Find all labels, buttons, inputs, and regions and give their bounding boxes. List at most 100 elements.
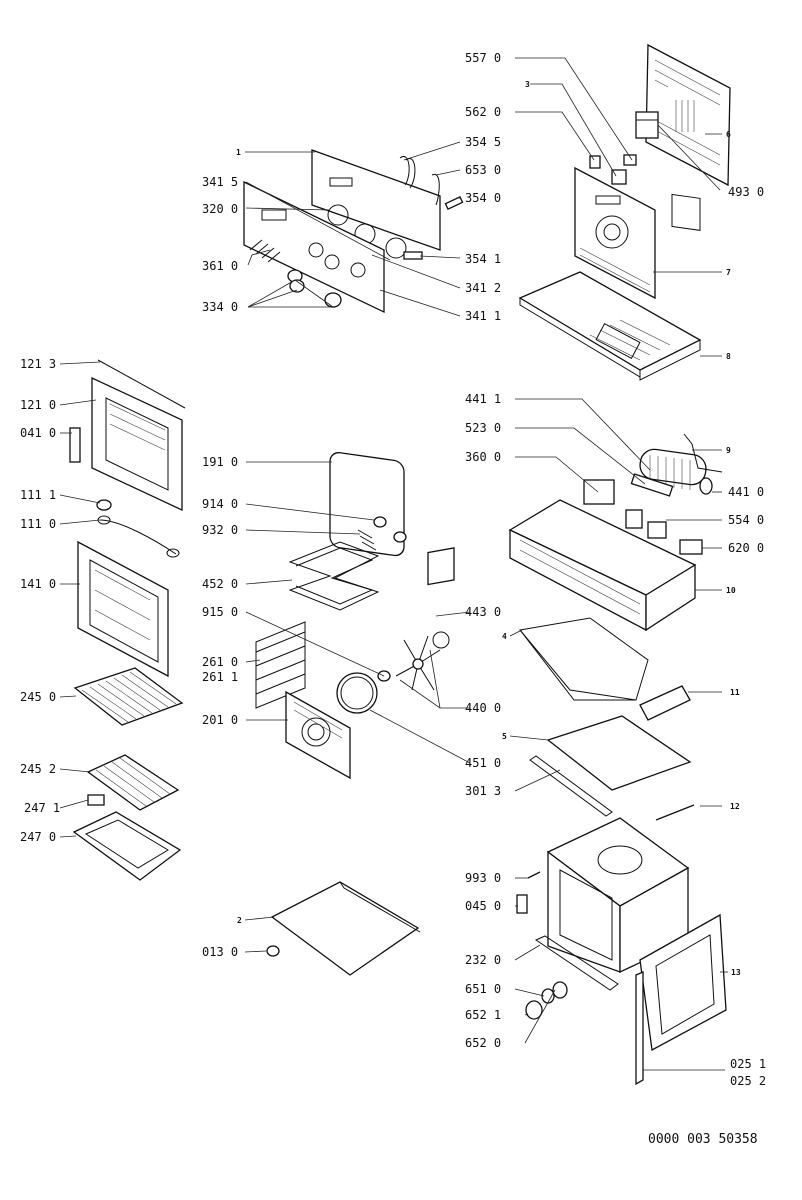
label-932-0: 932 0 <box>202 523 238 537</box>
part-insulation-plate <box>546 715 692 791</box>
label-651-0: 651 0 <box>465 982 501 996</box>
label-025-2: 025 2 <box>730 1074 766 1088</box>
label-10: 10 <box>726 586 736 595</box>
label-554-0: 554 0 <box>728 513 764 527</box>
part-rear-panel <box>645 43 731 231</box>
label-443-0: 443 0 <box>465 605 501 619</box>
label-993-0: 993 0 <box>465 871 501 885</box>
label-620-0: 620 0 <box>728 541 764 555</box>
label-111-1: 111 1 <box>20 488 56 502</box>
label-7: 7 <box>726 268 731 277</box>
part-tangential-fan <box>639 448 713 495</box>
part-wire-rack <box>73 667 184 726</box>
label-12: 12 <box>730 802 740 811</box>
label-13: 13 <box>731 968 741 977</box>
label-334-0: 334 0 <box>202 300 238 314</box>
part-labels: 557 0 3 562 0 6 493 0 1 354 5 341 5 653 … <box>20 51 766 1147</box>
part-foot <box>266 945 280 957</box>
label-2: 2 <box>237 916 242 925</box>
part-small-switches <box>589 154 637 185</box>
label-451-0: 451 0 <box>465 756 501 770</box>
part-side-frame <box>519 617 649 701</box>
label-8: 8 <box>726 352 731 361</box>
label-341-2: 341 2 <box>465 281 501 295</box>
part-control-housing <box>508 499 697 632</box>
label-320-0: 320 0 <box>202 202 238 216</box>
part-rack-supports <box>255 621 306 709</box>
label-201-0: 201 0 <box>202 713 238 727</box>
part-transformer <box>635 111 659 139</box>
label-441-0: 441 0 <box>728 485 764 499</box>
leader-lines <box>59 57 728 1071</box>
label-261-0: 261 0 <box>202 655 238 669</box>
label-1: 1 <box>236 148 241 157</box>
label-111-0: 111 0 <box>20 517 56 531</box>
label-354-5: 354 5 <box>465 135 501 149</box>
label-232-0: 232 0 <box>465 953 501 967</box>
part-bracket <box>683 433 723 473</box>
part-door-handle <box>96 499 180 558</box>
label-301-3: 301 3 <box>465 784 501 798</box>
part-front-strip <box>534 935 619 991</box>
label-9: 9 <box>726 446 731 455</box>
part-bottom-tray <box>518 271 702 381</box>
label-562-0: 562 0 <box>465 105 501 119</box>
part-baking-pan <box>72 811 182 881</box>
label-4: 4 <box>502 632 507 641</box>
label-452-0: 452 0 <box>202 577 238 591</box>
part-control-panel <box>243 149 441 314</box>
label-652-1: 652 1 <box>465 1008 501 1022</box>
label-245-0: 245 0 <box>20 690 56 704</box>
label-013-0: 013 0 <box>202 945 238 959</box>
part-fan-motor <box>427 547 455 649</box>
label-6: 6 <box>726 130 731 139</box>
label-523-0: 523 0 <box>465 421 501 435</box>
label-247-1: 247 1 <box>24 801 60 815</box>
part-fan-ring <box>336 672 378 714</box>
part-front-frame <box>639 913 727 1052</box>
label-261-1: 261 1 <box>202 670 238 684</box>
part-fan-blade <box>395 635 441 691</box>
drawing-reference-number: 0000 003 50358 <box>648 1132 758 1147</box>
label-914-0: 914 0 <box>202 497 238 511</box>
label-652-0: 652 0 <box>465 1036 501 1050</box>
label-341-5: 341 5 <box>202 175 238 189</box>
part-heating-element <box>288 541 380 611</box>
label-11: 11 <box>730 688 740 697</box>
part-rail <box>529 755 613 817</box>
part-door-inner-glass <box>77 540 169 678</box>
label-354-1: 354 1 <box>465 252 501 266</box>
label-041-0: 041 0 <box>20 426 56 440</box>
part-door-outer <box>91 359 186 512</box>
part-screw-latch <box>516 871 541 914</box>
part-wires <box>399 155 464 260</box>
label-361-0: 361 0 <box>202 259 238 273</box>
part-rod <box>655 804 695 821</box>
label-045-0: 045 0 <box>465 899 501 913</box>
label-557-0: 557 0 <box>465 51 501 65</box>
label-493-0: 493 0 <box>728 185 764 199</box>
label-191-0: 191 0 <box>202 455 238 469</box>
label-440-0: 440 0 <box>465 701 501 715</box>
part-door-gasket <box>329 452 405 557</box>
label-245-2: 245 2 <box>20 762 56 776</box>
part-bottom-plate <box>270 881 421 976</box>
label-121-3: 121 3 <box>20 357 56 371</box>
label-354-0: 354 0 <box>465 191 501 205</box>
label-141-0: 141 0 <box>20 577 56 591</box>
part-middle-panel <box>574 166 656 300</box>
label-915-0: 915 0 <box>202 605 238 619</box>
part-cover-strip <box>639 685 691 721</box>
part-small-fittings <box>357 516 407 551</box>
part-door-hinge <box>69 427 81 463</box>
label-5: 5 <box>502 732 507 741</box>
part-control-knobs <box>525 981 568 1020</box>
label-653-0: 653 0 <box>465 163 501 177</box>
label-121-0: 121 0 <box>20 398 56 412</box>
label-3: 3 <box>525 80 530 89</box>
part-side-trim <box>635 971 644 1086</box>
label-441-1: 441 1 <box>465 392 501 406</box>
label-025-1: 025 1 <box>730 1057 766 1071</box>
part-fan-cover <box>285 690 351 780</box>
